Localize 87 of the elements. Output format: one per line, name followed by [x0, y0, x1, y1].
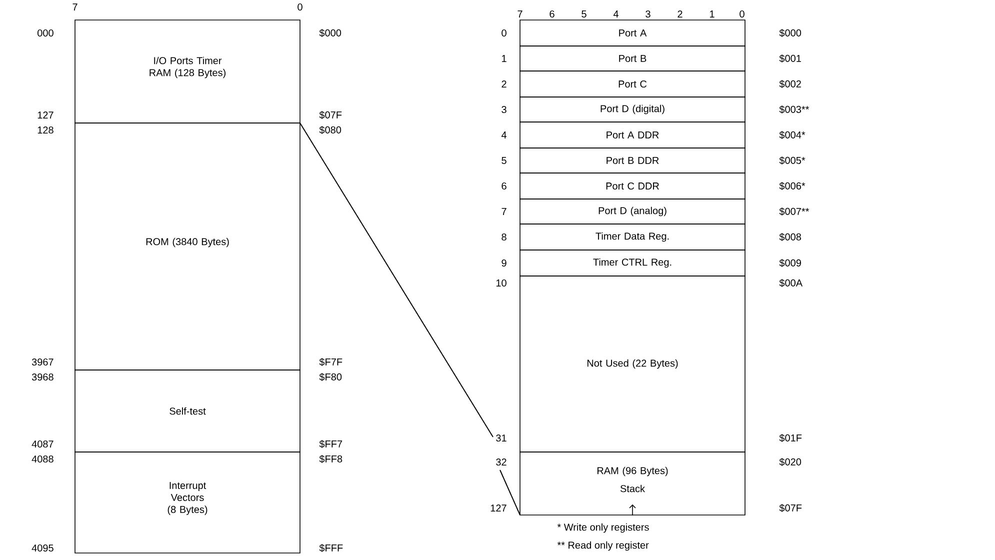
address-label: 127: [38, 112, 54, 118]
block-label: Not Used (22 Bytes): [587, 359, 678, 369]
address-label: $020: [779, 458, 802, 466]
memory-block: [520, 250, 746, 276]
address-label: 0: [502, 29, 506, 37]
memory-block: [520, 198, 746, 224]
address-label: 6: [502, 182, 506, 190]
address-label: 8: [502, 233, 506, 241]
address-label: 4088: [32, 455, 54, 463]
block-label: Self-test: [170, 407, 206, 415]
address-label: 32: [496, 458, 506, 466]
address-label: 4095: [32, 544, 54, 552]
address-label: 7: [502, 208, 506, 215]
block-label: ROM (3840 Bytes): [146, 238, 229, 248]
address-label: 4: [613, 10, 618, 18]
memory-block: [520, 122, 746, 148]
address-label: $005*: [779, 156, 806, 165]
block-label: Timer Data Reg.: [596, 232, 669, 242]
address-label: $07F: [319, 110, 342, 120]
address-label: 2: [502, 80, 506, 88]
address-label: 5: [502, 157, 506, 164]
block-label: Interrupt Vectors (8 Bytes): [168, 482, 208, 515]
address-label: 7: [518, 10, 522, 18]
memory-block: [520, 452, 746, 516]
memory-block: [74, 370, 300, 452]
block-label: Port A: [619, 30, 647, 36]
memory-block: [520, 70, 746, 98]
address-label: $07F: [779, 504, 802, 512]
address-label: $F7F: [319, 358, 342, 366]
address-label: 0: [298, 3, 302, 11]
address-label: $FF8: [319, 454, 342, 464]
address-label: 3: [502, 106, 506, 114]
address-label: ** Read only register: [557, 541, 649, 551]
address-label: $009: [779, 258, 801, 268]
address-label: 128: [38, 126, 54, 134]
address-label: 4: [501, 132, 507, 138]
block-label: Timer CTRL Reg.: [593, 258, 672, 268]
address-label: 2: [678, 10, 682, 18]
memory-block: [74, 122, 300, 370]
address-label: $007**: [779, 207, 810, 216]
address-label: 31: [496, 434, 506, 442]
memory-block: [74, 452, 300, 554]
address-label: $FF7: [319, 440, 342, 448]
address-label: $004*: [779, 130, 806, 140]
address-label: 1: [502, 55, 506, 62]
memory-block: [520, 148, 746, 174]
address-label: $00A: [779, 278, 803, 288]
memory-block: [520, 276, 746, 452]
address-label: $002: [779, 80, 801, 88]
memory-block: [520, 46, 746, 72]
address-label: 7: [72, 4, 78, 10]
address-label: 6: [550, 10, 554, 18]
block-label: Port A DDR: [606, 132, 659, 138]
address-label: 9: [502, 259, 506, 267]
block-label: Port B DDR: [606, 157, 659, 164]
address-label: 3967: [32, 358, 54, 366]
memory-block: [74, 20, 300, 124]
address-label: 0: [740, 10, 744, 18]
address-label: 000: [38, 29, 54, 37]
address-label: 3: [646, 10, 650, 18]
address-label: $F80: [319, 372, 342, 382]
block-label: I/O Ports Timer RAM (128 Bytes): [150, 56, 226, 78]
memory-block: [520, 96, 746, 122]
memory-block: [520, 172, 746, 200]
block-label: Port C DDR: [606, 182, 659, 190]
address-label: 10: [496, 279, 506, 287]
memory-block: [520, 20, 746, 46]
address-label: 4087: [32, 440, 54, 448]
address-label: $003**: [779, 105, 810, 114]
memory-block: [520, 224, 746, 250]
block-label: Port B: [619, 55, 646, 62]
address-label: 1: [710, 10, 714, 18]
address-label: 5: [582, 10, 586, 18]
address-label: $000: [319, 28, 342, 38]
address-label: $01F: [779, 434, 802, 442]
address-label: $006*: [779, 182, 806, 190]
block-label: Port D (digital): [600, 104, 664, 114]
address-label: $000: [779, 28, 802, 38]
block-label: Port D (analog): [598, 206, 666, 216]
block-label: RAM (96 Bytes) Stack: [597, 466, 668, 492]
address-label: 127: [490, 504, 506, 512]
address-label: $FFF: [319, 544, 343, 552]
address-label: $080: [319, 126, 342, 134]
address-label: $001: [779, 54, 801, 63]
address-label: 3968: [32, 373, 54, 381]
block-label: Port C: [618, 80, 647, 88]
address-label: $008: [779, 232, 802, 242]
